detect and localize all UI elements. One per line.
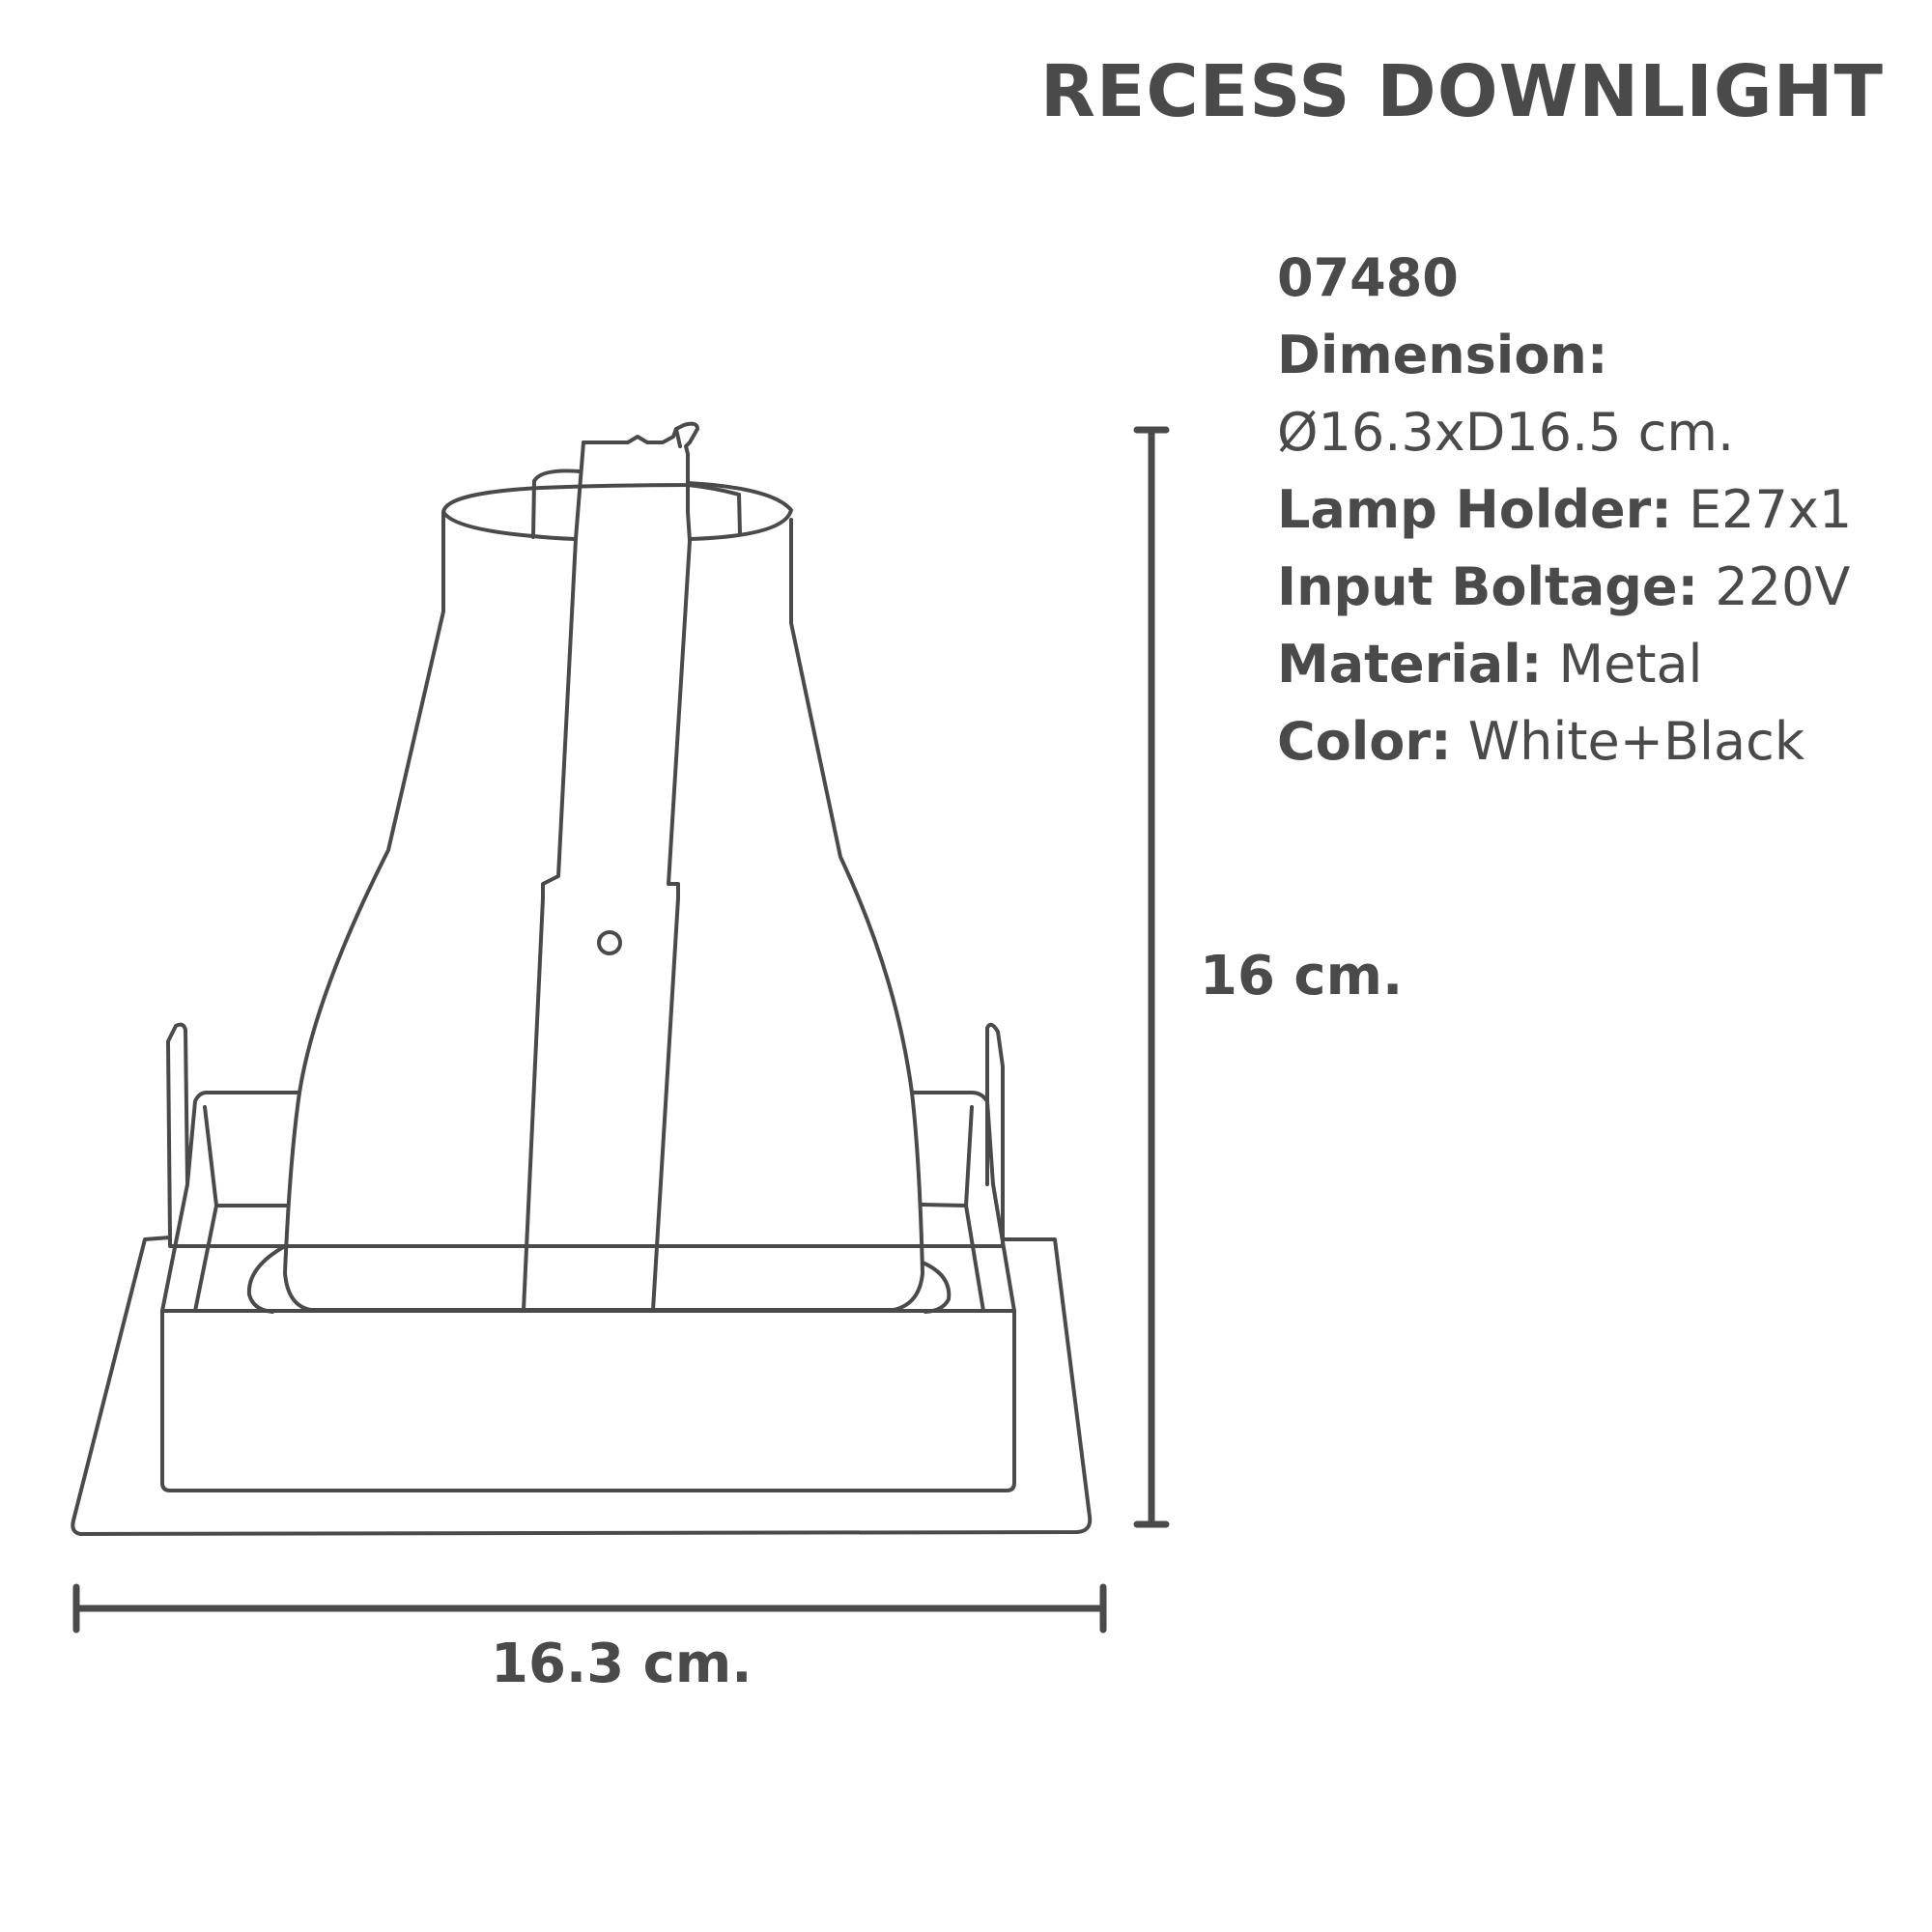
trim-box: [160, 1309, 1016, 1492]
width-dimension-line: [72, 1583, 1107, 1634]
lamp-holder-row: Lamp Holder: E27x1: [1277, 471, 1852, 549]
dimension-value: Ø16.3xD16.5 cm.: [1277, 402, 1735, 463]
lamp-holder-label: Lamp Holder:: [1277, 479, 1672, 540]
lamp-holder-value: E27x1: [1689, 479, 1853, 540]
right-spring-clip: [985, 1022, 1005, 1241]
dimension-value-row: Ø16.3xD16.5 cm.: [1277, 394, 1852, 471]
shade-lower-curl-right: [921, 1261, 952, 1314]
material-label: Material:: [1277, 634, 1543, 695]
pivot-screw: [597, 930, 622, 955]
left-inner-frame: [160, 1091, 301, 1313]
left-inner-bevel: [193, 1105, 290, 1313]
color-value: White+Black: [1467, 711, 1805, 772]
shade-lower-curl-left: [246, 1244, 287, 1314]
left-spring-clip: [166, 1022, 189, 1239]
width-dimension-label: 16.3 cm.: [491, 1633, 753, 1695]
input-voltage-label: Input Boltage:: [1277, 556, 1699, 617]
right-inner-frame: [910, 1091, 1016, 1313]
shade-inner-ring: [531, 469, 742, 539]
lamp-shade: [283, 510, 924, 1312]
input-voltage-row: Input Boltage: 220V: [1277, 549, 1852, 626]
mounting-bracket-left-edge: [522, 440, 585, 1312]
mounting-bracket-tab: [674, 427, 682, 448]
product-code-row: 07480: [1277, 240, 1852, 317]
material-row: Material: Metal: [1277, 626, 1852, 703]
material-value: Metal: [1558, 634, 1703, 695]
input-voltage-value: 220V: [1715, 556, 1851, 617]
height-dimension-line: [1133, 426, 1170, 1528]
color-label: Color:: [1277, 711, 1452, 772]
dimension-row: Dimension:: [1277, 317, 1852, 394]
page-title: RECESS DOWNLIGHT: [1039, 50, 1884, 133]
color-row: Color: White+Black: [1277, 703, 1852, 781]
right-inner-bevel: [921, 1105, 985, 1313]
product-code: 07480: [1277, 247, 1459, 308]
spec-list: 07480 Dimension: Ø16.3xD16.5 cm. Lamp Ho…: [1277, 240, 1852, 781]
dimension-label: Dimension:: [1277, 325, 1608, 385]
trim-plate: [71, 1236, 1093, 1536]
height-dimension-label: 16 cm.: [1200, 945, 1404, 1008]
mounting-bracket: [582, 421, 699, 1312]
